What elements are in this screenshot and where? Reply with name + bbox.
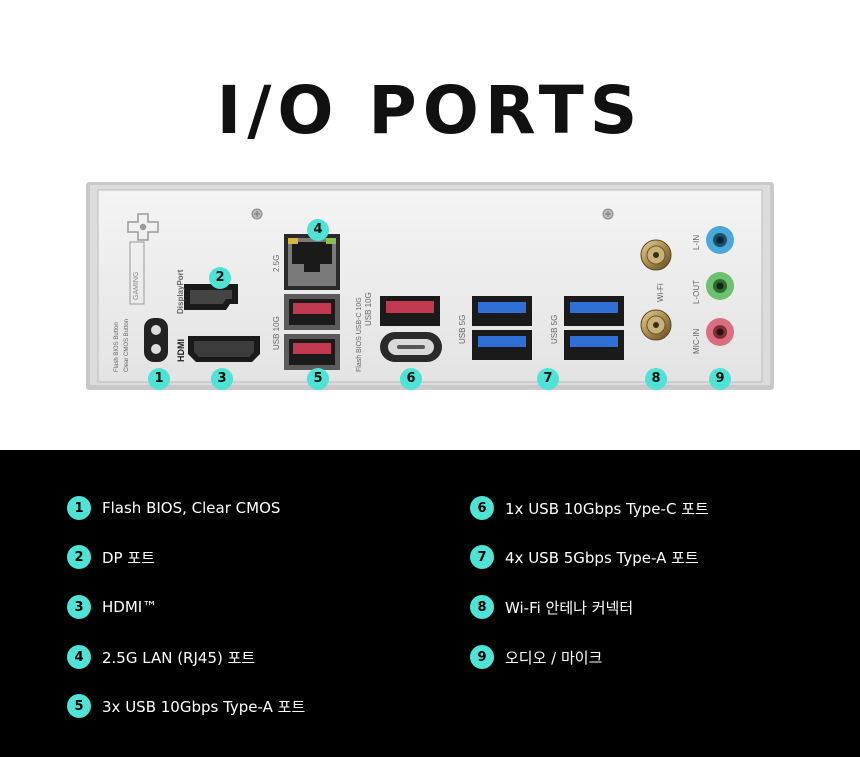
- badge-number-3: 3: [217, 371, 227, 386]
- gaming-label: GAMING: [133, 271, 140, 300]
- flash-bios-button-label: Flash BIOS Button: [114, 322, 120, 372]
- legend-section: 1 Flash BIOS, Clear CMOS 2 DP 포트 3 HDMI™…: [0, 450, 860, 757]
- hdmi-logo: HDMI: [176, 339, 186, 362]
- legend-text: DP 포트: [102, 548, 155, 567]
- io-shield-graphic: [86, 182, 774, 390]
- usb5g-stack-left: [472, 296, 532, 360]
- legend-text: 1x USB 10Gbps Type-C 포트: [505, 499, 709, 518]
- usb10g-label-b: USB 10G: [364, 292, 373, 326]
- legend-text: Flash BIOS, Clear CMOS: [102, 499, 281, 517]
- legend-item: 9 오디오 / 마이크: [470, 645, 602, 669]
- badge-3: [211, 368, 233, 390]
- legend-badge: 3: [67, 595, 91, 619]
- legend-badge: 7: [470, 545, 494, 569]
- audio-line-in: [706, 226, 734, 254]
- badge-number-1: 1: [154, 371, 164, 386]
- usb10g-label-a: USB 10G: [272, 316, 281, 350]
- gaming-label-box: [129, 241, 145, 305]
- badge-2: [209, 267, 231, 289]
- flash-bios-button: [151, 344, 161, 354]
- badge-9: [709, 368, 731, 390]
- line-in-label: L-IN: [692, 234, 701, 250]
- badge-5: [307, 368, 329, 390]
- button-housing: [144, 318, 168, 362]
- legend-badge: 1: [67, 496, 91, 520]
- legend-item: 1 Flash BIOS, Clear CMOS: [67, 496, 280, 520]
- mic-in-label: MIC-IN: [692, 328, 701, 354]
- line-out-label: L-OUT: [692, 280, 701, 304]
- badge-number-8: 8: [651, 371, 661, 386]
- legend-badge: 8: [470, 595, 494, 619]
- badge-4: [307, 219, 329, 241]
- badge-8: [645, 368, 667, 390]
- flash-bios-usbc-label: Flash BIOS USB-C 10G: [356, 297, 363, 372]
- usb5g-label-b: USB 5G: [550, 314, 559, 344]
- displayport-label: DisplayPort: [176, 269, 185, 314]
- audio-mic-in: [706, 318, 734, 346]
- clear-cmos-button: [151, 325, 161, 335]
- wifi-antenna-top: [640, 239, 672, 271]
- wifi-antenna-bottom: [640, 309, 672, 341]
- badge-number-9: 9: [715, 371, 725, 386]
- wifi-label: Wi-Fi: [656, 283, 665, 302]
- usb5g-label-a: USB 5G: [458, 314, 467, 344]
- legend-item: 3 HDMI™: [67, 595, 157, 619]
- badge-6: [400, 368, 422, 390]
- legend-text: 3x USB 10Gbps Type-A 포트: [102, 697, 306, 716]
- legend-badge: 5: [67, 694, 91, 718]
- badge-number-4: 4: [313, 222, 323, 237]
- badge-number-5: 5: [313, 371, 323, 386]
- legend-text: 4x USB 5Gbps Type-A 포트: [505, 548, 699, 567]
- badge-number-7: 7: [543, 371, 553, 386]
- gaming-logo-icon: [127, 213, 159, 241]
- legend-badge: 9: [470, 645, 494, 669]
- badge-7: [537, 368, 559, 390]
- legend-text: Wi-Fi 안테나 커넥터: [505, 598, 634, 617]
- legend-item: 6 1x USB 10Gbps Type-C 포트: [470, 496, 709, 520]
- legend-badge: 2: [67, 545, 91, 569]
- lan-speed-label: 2.5G: [272, 254, 281, 272]
- legend-badge: 4: [67, 645, 91, 669]
- legend-item: 7 4x USB 5Gbps Type-A 포트: [470, 545, 699, 569]
- audio-line-out: [706, 272, 734, 300]
- badge-1: [148, 368, 170, 390]
- legend-text: 2.5G LAN (RJ45) 포트: [102, 648, 256, 667]
- legend-item: 8 Wi-Fi 안테나 커넥터: [470, 595, 633, 619]
- io-shield-panel: 1 2 3 4 5 6 7 8 9 GAMING DisplayPort HDM…: [86, 182, 774, 390]
- page-title: I/O PORTS: [216, 72, 644, 149]
- badge-number-2: 2: [215, 270, 225, 285]
- legend-text: 오디오 / 마이크: [505, 648, 603, 667]
- badge-number-6: 6: [406, 371, 416, 386]
- legend-item: 4 2.5G LAN (RJ45) 포트: [67, 645, 255, 669]
- legend-text: HDMI™: [102, 598, 158, 616]
- usb5g-stack-right: [564, 296, 624, 360]
- legend-item: 5 3x USB 10Gbps Type-A 포트: [67, 694, 305, 718]
- clear-cmos-button-label: Clear CMOS Button: [124, 318, 130, 372]
- legend-badge: 6: [470, 496, 494, 520]
- legend-item: 2 DP 포트: [67, 545, 155, 569]
